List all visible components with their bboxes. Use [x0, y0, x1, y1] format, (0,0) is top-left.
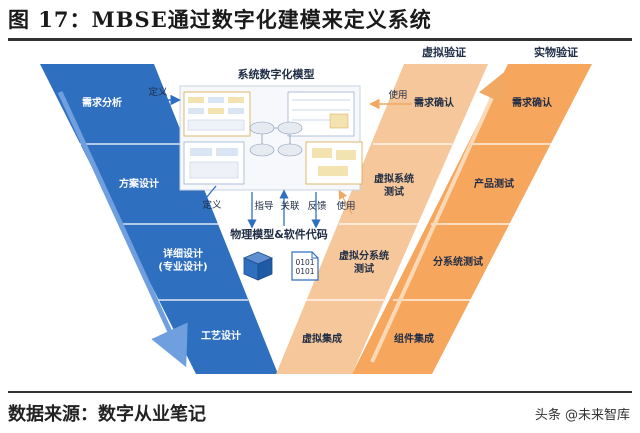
- software-code-icon: 0101 0101: [291, 251, 319, 281]
- define-mid-arrow: [194, 185, 217, 212]
- define-top-label: 定义: [148, 86, 168, 98]
- left-column-shape: [40, 64, 278, 374]
- define-mid-label: 定义: [202, 199, 222, 211]
- figure-title: 图 17：MBSE通过数字化建模来定义系统: [8, 7, 432, 32]
- left-stage-2: 方案设计: [119, 177, 159, 190]
- middle-stage-1: 需求确认: [414, 96, 455, 109]
- middle-column-shape: [276, 64, 488, 374]
- bottom-rule: [8, 391, 632, 393]
- middle-column-header: 虚拟验证: [422, 45, 466, 59]
- use-mid-arrow: [338, 189, 353, 215]
- source-note: 数据来源：数字从业笔记: [8, 404, 206, 425]
- middle-stage-2: 虚拟系统测试: [374, 172, 414, 198]
- middle-stage-3: 虚拟分系统测试: [339, 249, 389, 275]
- code-line-1: 0101: [295, 258, 314, 267]
- right-column-header: 实物验证: [534, 45, 578, 59]
- center-model: 系统数字化模型: [148, 67, 412, 281]
- physical-model-title: 物理模型&软件代码: [230, 227, 328, 241]
- guide-label: 指导: [254, 200, 273, 212]
- right-stage-4: 组件集成: [394, 332, 434, 345]
- use-top-label: 使用: [388, 89, 407, 101]
- code-line-2: 0101: [295, 267, 314, 276]
- model-title: 系统数字化模型: [238, 67, 315, 81]
- feedback-label: 反馈: [307, 200, 327, 212]
- middle-stage-4: 虚拟集成: [302, 332, 342, 345]
- descend-arrow: [57, 90, 188, 368]
- right-stage-1: 需求确认: [512, 96, 553, 109]
- model-thumbnail-left: [183, 91, 251, 137]
- model-thumbnail-bottom-right: [305, 141, 363, 185]
- watermark: 头条 @未来智库: [534, 408, 630, 423]
- left-stage-4: 工艺设计: [201, 329, 241, 342]
- top-rule: [8, 38, 632, 41]
- right-stage-3: 分系统测试: [433, 255, 483, 268]
- left-stage-1: 需求分析: [82, 96, 122, 109]
- right-stage-2: 产品测试: [474, 177, 514, 190]
- physical-model-cube-icon: [242, 251, 274, 281]
- relate-label: 关联: [280, 200, 300, 212]
- model-thumbnail-bottom-left: [183, 141, 245, 185]
- left-column: 需求分析 方案设计 详细设计(专业设计) 工艺设计: [40, 64, 278, 374]
- model-hub: [249, 121, 303, 157]
- right-column: 实物验证 需求确认 产品测试 分系统测试 组件集成: [352, 45, 592, 374]
- middle-column: 虚拟验证 需求确认 虚拟系统测试 虚拟分系统测试 虚拟集成: [276, 45, 488, 374]
- left-stage-3: 详细设计(专业设计): [158, 247, 207, 273]
- use-mid-label: 使用: [336, 200, 355, 212]
- ascend-arrow: [370, 72, 505, 363]
- right-column-shape: [352, 64, 592, 374]
